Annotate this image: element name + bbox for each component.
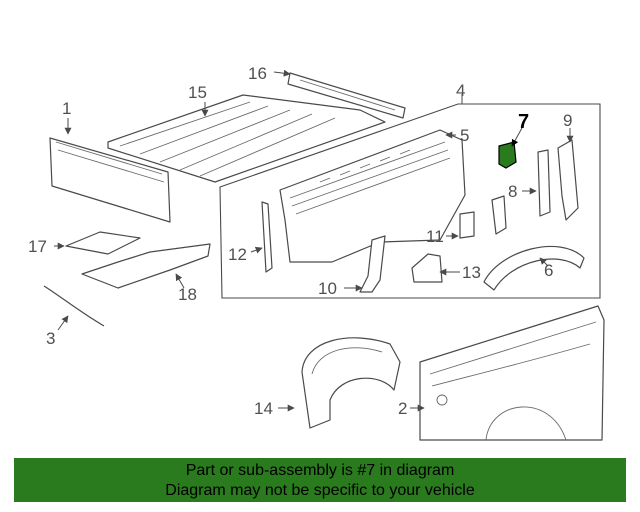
callout-5: 5	[460, 126, 469, 145]
banner-line-1: Part or sub-assembly is #7 in diagram	[185, 462, 455, 479]
callout-9: 9	[563, 111, 572, 130]
part-8-reinforcement	[537, 149, 551, 217]
part-15-bed-floor	[107, 94, 386, 183]
leader-lines	[54, 69, 574, 412]
part-3-rod	[43, 285, 105, 327]
callout-13: 13	[462, 263, 481, 282]
banner-line-2: Diagram may not be specific to your vehi…	[165, 482, 475, 499]
callout-15: 15	[188, 83, 207, 102]
part-1-front-panel	[49, 137, 171, 223]
part-16-crossmember	[287, 72, 406, 119]
callout-14: 14	[254, 399, 273, 418]
part-7-highlighted	[498, 141, 517, 169]
part-17-mat	[65, 231, 141, 255]
part-10-bracket	[359, 235, 386, 293]
part-11-bracket	[459, 211, 475, 239]
part-14-wheelhouse	[301, 337, 401, 429]
callout-11: 11	[426, 227, 444, 246]
callout-10: 10	[318, 279, 337, 298]
part-18-mat	[81, 243, 211, 289]
callout-16: 16	[248, 64, 267, 83]
part-2-outer-panel	[419, 305, 605, 441]
part-bracket-small	[491, 195, 507, 235]
part-9-pillar	[557, 139, 579, 221]
part-12-pillar	[261, 201, 273, 273]
callout-17: 17	[28, 237, 47, 256]
part-6-wheel-arch	[483, 245, 585, 291]
callout-6: 6	[544, 261, 553, 280]
callout-4: 4	[456, 81, 465, 100]
callout-7: 7	[518, 111, 529, 133]
assembly-4-panel	[219, 103, 601, 299]
part-13-bracket	[411, 253, 443, 283]
callout-18: 18	[178, 285, 197, 304]
callout-12: 12	[228, 245, 247, 264]
info-banner: Part or sub-assembly is #7 in diagram Di…	[14, 458, 626, 502]
callout-1: 1	[62, 99, 71, 118]
callout-8: 8	[508, 182, 517, 201]
callout-2: 2	[398, 399, 407, 418]
callout-3: 3	[46, 329, 55, 348]
